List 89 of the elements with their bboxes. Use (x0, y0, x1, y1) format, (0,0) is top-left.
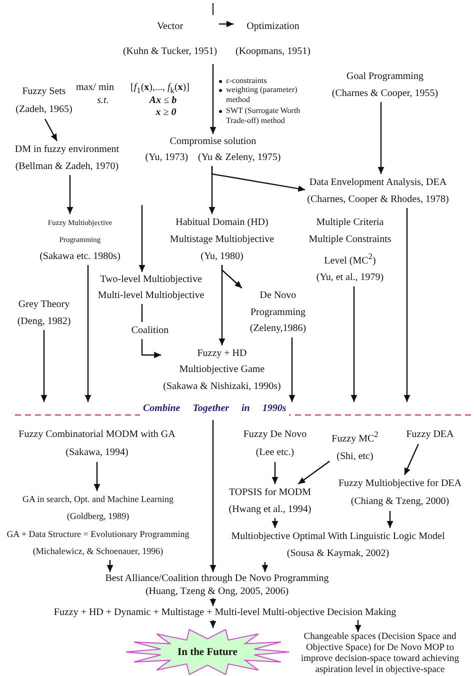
formula-text: s.t. (97, 95, 109, 106)
node-text: (Huang, Tzeng & Ong, 2005, 2006) (144, 585, 290, 598)
node-text: (Deng, 1982) (17, 315, 71, 329)
node-text: Fuzzy + HD + Dynamic + Multistage + Multi-level Multi-objective Decision Making (54, 606, 396, 620)
node-text: Two-level Multiobjective (99, 273, 203, 287)
formula-text: [f$_{1}$(x),..., f$_{k}$(x)] (130, 82, 190, 95)
arrow (66, 175, 74, 214)
node-text: Fuzzy MC$^{2}$ (332, 429, 378, 446)
node-text: (Bellman & Zadeh, 1970) (14, 160, 120, 174)
node-text: Optimization (246, 20, 300, 34)
node-text: Fuzzy DEA (406, 428, 454, 442)
node-text: Multiobjective Optimal With Linguistic Logic Model (231, 530, 445, 544)
node-text: GA + Data Structure = Evolutionary Programming (6, 528, 190, 541)
formula-text: Ax ≤ b (149, 95, 177, 106)
arrow (44, 118, 58, 142)
arrow (84, 265, 92, 402)
connector-line (141, 304, 143, 322)
arrow (210, 64, 216, 134)
arrow (272, 462, 278, 484)
node-text: Grey Theory (17, 298, 71, 312)
arrow (219, 20, 234, 28)
node-text: De Novo Programming (250, 289, 306, 320)
node-text: Data Envelopment Analysis, DEA (308, 176, 448, 190)
node-text: Fuzzy Multiobjective for DEA (338, 477, 462, 491)
divider-label: Combine Together in 1990s (140, 402, 290, 416)
node-text: (Sousa & Kaymak, 2002) (286, 547, 390, 561)
node-text: Coalition (131, 324, 169, 338)
formula-text: max/ min (76, 82, 114, 93)
bullet-text: weighting (parameter) method (218, 85, 314, 105)
arrow (404, 208, 410, 402)
node-text: (Sakawa & Nishizaki, 1990s) (163, 380, 281, 394)
node-text: Best Alliance/Coalition through De Novo Programming (105, 572, 329, 585)
arrow (210, 620, 216, 628)
arrow (350, 286, 358, 402)
node-text: (Goldberg, 1989) (66, 510, 130, 523)
node-text: (Chiang & Tzeng, 2000) (350, 495, 450, 509)
arrow (211, 166, 306, 192)
node-text: (Shi, etc) (336, 450, 374, 464)
node-text: (Koopmans, 1951) (236, 45, 310, 59)
node-text: (Sakawa, 1994) (64, 446, 130, 460)
node-text: (Lee etc.) (254, 446, 296, 460)
arrow (210, 420, 216, 572)
arrow (94, 462, 100, 491)
node-text: Fuzzy + HD (196, 346, 248, 360)
arrow (386, 511, 394, 528)
node-text: (Yu, 1980) (200, 250, 244, 264)
node-text: (Charnes & Cooper, 1955) (332, 87, 438, 101)
node-text: (Hwang et al., 1994) (228, 503, 312, 517)
node-text: Multi-level Multiobjective (98, 289, 204, 303)
node-text: (Sakawa etc. 1980s) (39, 250, 121, 264)
node-text: Changeable spaces (Decision Space and Objective Space) for De Novo MOP to improve decision-space toward achieving aspiration level in objective-space (300, 632, 460, 676)
formula-text: x ≥ 0 (156, 107, 176, 118)
node-text: (Yu & Zeleny, 1975) (198, 152, 281, 163)
node-text: (Yu, et al., 1979) (315, 271, 385, 286)
arrow (262, 562, 268, 572)
node-text: Multiple Criteria Multiple Constraints Level (MC$^{2}$) (308, 216, 392, 268)
node-text: Multistage Multiobjective (170, 233, 274, 247)
node-text: (Michalewicz, & Schoenauer, 1996) (32, 545, 164, 558)
node-text: Vector (156, 20, 184, 34)
node-text: Goal Programming (346, 70, 424, 84)
node-text: (Charnes, Cooper & Rhodes, 1978) (307, 193, 449, 207)
arrow (218, 265, 226, 346)
arrow (138, 205, 146, 272)
node-text: (Zeleny,1986) (248, 322, 308, 336)
node-text: (Zadeh, 1965) (16, 103, 72, 117)
arrow (298, 460, 330, 484)
node-text: Multiobjective Game (178, 363, 266, 377)
bullet-text: ε-constraints (218, 76, 267, 86)
node-text: DM in fuzzy environment (14, 143, 120, 157)
arrow (141, 339, 162, 358)
node-text: (Yu, 1973) (145, 152, 188, 163)
arrow (106, 560, 114, 572)
arrow (210, 598, 216, 606)
node-text: Fuzzy De Novo (243, 428, 307, 442)
bullet-text: SWT (Surrogate Worth Trade-off) method (218, 106, 322, 126)
arrow (272, 518, 278, 528)
node-text: Fuzzy Sets (21, 85, 67, 99)
arrow (404, 444, 419, 476)
node-text: (Kuhn & Tucker, 1951) (122, 45, 218, 59)
starburst-label: In the Future (178, 646, 238, 658)
arrow (40, 330, 48, 402)
node-text: Habitual Domain (HD) (174, 216, 270, 230)
arrow (354, 620, 362, 632)
node-text: Fuzzy Combinatorial MODM with GA (18, 428, 176, 442)
node-text: Compromise solution (168, 135, 258, 149)
arrow (378, 102, 384, 174)
node-text: TOPSIS for MODM (228, 486, 312, 500)
node-text: GA in search, Opt. and Machine Learning (22, 493, 174, 506)
arrow (288, 338, 296, 402)
